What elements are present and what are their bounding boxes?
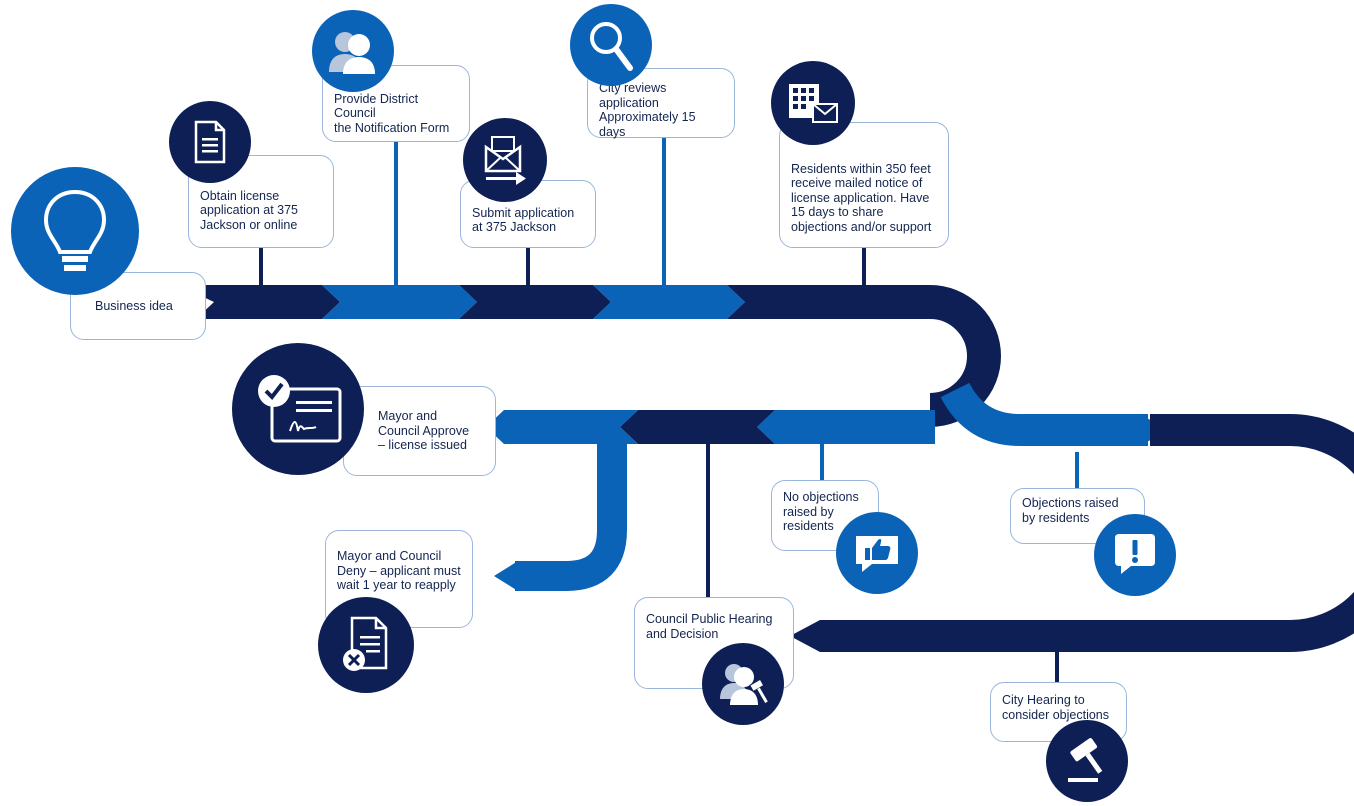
- objection-branch: [940, 382, 1148, 446]
- provide-form-line-2: the Notification Form: [334, 120, 450, 135]
- objections-raised-line-2: by residents: [1022, 510, 1090, 525]
- council-hearing-line-2: and Decision: [646, 626, 719, 641]
- council-hearing-line-1: Council Public Hearing: [646, 612, 773, 626]
- obtain-license-line-3: Jackson or online: [200, 217, 298, 232]
- approve-line-1: Mayor and: [378, 409, 438, 424]
- provide-form-line-1: Provide District Council: [334, 91, 419, 121]
- approve-card: Mayor and Council Approve – license issu…: [343, 386, 496, 476]
- deny-line-2: Deny – applicant must: [337, 563, 461, 578]
- people-gavel-icon: [702, 643, 784, 725]
- thumbs-up-icon: [836, 512, 918, 594]
- city-hearing-line-1: City Hearing to: [1002, 693, 1085, 707]
- document-reject-icon: [318, 597, 414, 693]
- residents-notice-line-5: objections and/or support: [791, 219, 932, 234]
- residents-notice-line-1: Residents within 350 feet: [791, 161, 931, 176]
- residents-notice-line-3: license application. Have: [791, 190, 930, 205]
- obtain-license-line-1: Obtain license: [200, 188, 280, 203]
- certificate-icon: [232, 343, 364, 475]
- no-objections-line-1: No objections: [783, 490, 859, 504]
- no-objections-line-2: raised by: [783, 504, 834, 519]
- submit-application-line-1: Submit application: [472, 205, 575, 220]
- deny-line-1: Mayor and Council: [337, 549, 442, 563]
- obtain-license-line-2: application at 375: [200, 203, 298, 218]
- city-hearing-card: City Hearing to consider objections: [990, 682, 1127, 742]
- objections-raised-line-1: Objections raised: [1022, 496, 1119, 510]
- exclamation-icon: [1094, 514, 1176, 596]
- city-hearing-line-2: consider objections: [1002, 707, 1110, 722]
- gavel-icon: [1046, 720, 1128, 802]
- residents-notice-line-2: receive mailed notice of: [791, 176, 923, 191]
- document-icon: [169, 101, 251, 183]
- top-arrow-band: [178, 285, 930, 319]
- building-mail-icon: [771, 61, 855, 145]
- deny-branch: [515, 444, 627, 591]
- provide-form-card: Provide District Council the Notificatio…: [322, 65, 470, 142]
- lightbulb-icon: [11, 167, 139, 295]
- deny-line-3: wait 1 year to reapply: [337, 578, 456, 592]
- approve-line-2: Council Approve: [378, 423, 470, 438]
- residents-notice-line-4: 15 days to share: [791, 205, 884, 220]
- objection-loop: [820, 414, 1354, 652]
- city-reviews-line-2: Approximately 15 days: [599, 110, 696, 139]
- people-icon: [312, 10, 394, 92]
- approve-line-3: – license issued: [378, 438, 467, 453]
- no-objections-line-3: residents: [783, 519, 834, 533]
- return-arrow-band: [486, 410, 935, 444]
- submit-application-line-2: at 375 Jackson: [472, 220, 557, 234]
- magnifier-icon: [570, 4, 652, 86]
- business-idea-label: Business idea: [95, 298, 173, 313]
- mail-send-icon: [463, 118, 547, 202]
- connector-lines: [259, 137, 1079, 682]
